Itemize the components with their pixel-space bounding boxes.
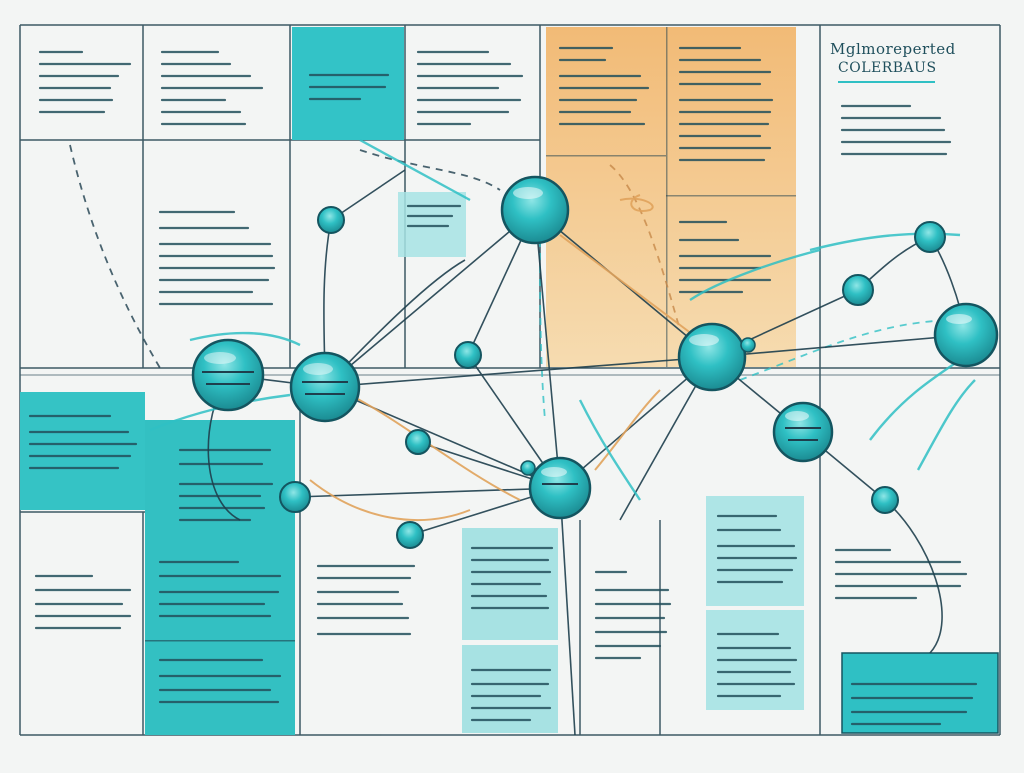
- panel-right-light: [706, 496, 804, 606]
- panel-top-teal: [292, 27, 404, 140]
- node-small: [842, 274, 874, 306]
- panel-left-teal: [20, 392, 145, 510]
- node-small: [317, 206, 345, 234]
- panel-center-light-2: [462, 645, 558, 733]
- orange-strokes: [309, 194, 701, 521]
- node-small: [454, 341, 482, 369]
- node-small: [871, 486, 899, 514]
- node-large-center: [528, 456, 592, 520]
- panel-orange: [546, 27, 796, 367]
- nodes: [191, 175, 999, 549]
- node-large-left: [191, 338, 265, 412]
- node-small: [914, 221, 946, 253]
- node-small: [520, 460, 536, 476]
- node-large-top: [500, 175, 570, 245]
- node-small: [740, 337, 756, 353]
- node-small: [405, 429, 431, 455]
- node-large-right-center: [677, 322, 747, 392]
- panel-mid-teal-small: [398, 192, 466, 257]
- page-title: Mglmoreperted: [830, 40, 956, 58]
- scribble-text: [28, 46, 978, 726]
- page-subtitle: COLERBAUS: [838, 60, 937, 76]
- node-large-far-right: [933, 302, 999, 368]
- node-large-center-left: [289, 351, 361, 423]
- panels: [20, 27, 999, 735]
- node-large-right: [772, 401, 834, 463]
- panel-left-teal-big: [145, 420, 295, 735]
- node-small: [279, 481, 311, 513]
- frame-grid: [19, 24, 1001, 736]
- panel-bottom-right: [841, 652, 999, 734]
- node-small: [396, 521, 424, 549]
- dashed-guides: [69, 144, 961, 421]
- panel-orange-divider: [666, 27, 668, 367]
